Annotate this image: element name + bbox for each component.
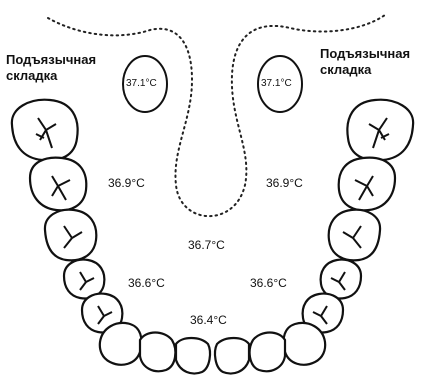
tooth-molar-left-2 <box>30 158 86 211</box>
temp-gland-left: 37.1°C <box>126 78 157 89</box>
temp-molar-right: 36.9°C <box>266 176 303 190</box>
tooth-canine-right <box>283 323 325 365</box>
temp-incisor: 36.4°C <box>190 313 227 327</box>
tooth-molar-right-2 <box>339 158 395 211</box>
temp-premolar-left: 36.6°C <box>128 276 165 290</box>
temp-gland-right: 37.1°C <box>261 78 292 89</box>
tooth-incisor-lateral-left <box>140 333 175 372</box>
right-teeth <box>215 100 413 374</box>
tooth-incisor-central-left <box>176 338 210 374</box>
label-sublingual-fold-right: Подъязычная складка <box>320 46 410 78</box>
label-sublingual-fold-left: Подъязычная складка <box>6 52 96 84</box>
tooth-incisor-lateral-right <box>250 333 285 372</box>
temp-center: 36.7°C <box>188 238 225 252</box>
left-teeth <box>12 100 210 374</box>
tooth-canine-left <box>100 323 142 365</box>
tooth-incisor-central-right <box>215 338 249 374</box>
tooth-molar-left-1 <box>12 100 78 161</box>
temp-molar-left: 36.9°C <box>108 176 145 190</box>
temp-premolar-right: 36.6°C <box>250 276 287 290</box>
tooth-molar-right-1 <box>347 100 413 161</box>
